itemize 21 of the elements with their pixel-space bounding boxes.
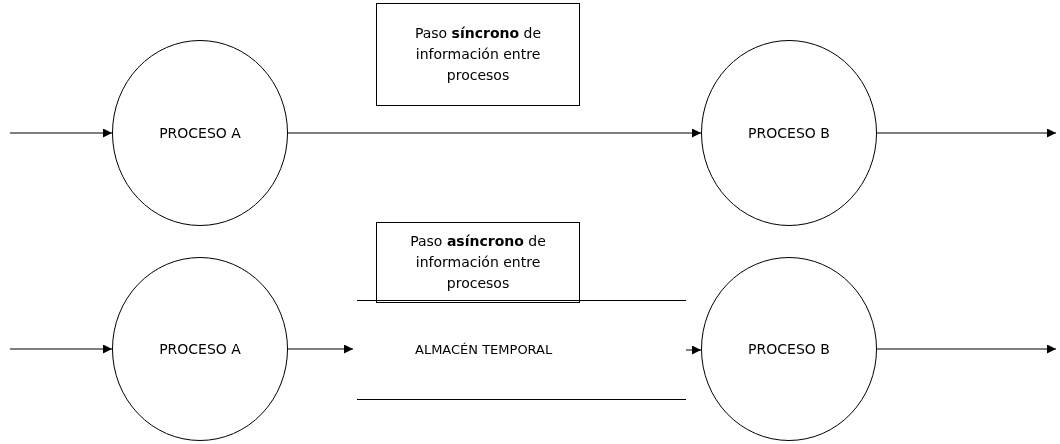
process-circle <box>112 40 288 226</box>
arrow <box>287 128 702 138</box>
process-name: PROCESO B <box>748 339 830 359</box>
arrow <box>685 345 702 355</box>
process-name: PROCESO A <box>159 339 241 359</box>
note-box <box>376 3 580 106</box>
store-name: ALMACÉN TEMPORAL <box>415 341 553 360</box>
process-name: PROCESO A <box>159 123 241 143</box>
arrow <box>876 344 1057 354</box>
arrow <box>287 344 354 354</box>
process-circle <box>112 257 288 441</box>
note-box <box>376 222 580 303</box>
note-text: Paso síncrono de información entre procesos <box>413 24 543 85</box>
arrow <box>876 128 1057 138</box>
data-store <box>357 300 686 400</box>
process-circle <box>701 40 877 226</box>
arrow <box>9 128 113 138</box>
process-name: PROCESO B <box>748 123 830 143</box>
arrow <box>9 344 113 354</box>
process-circle <box>701 257 877 441</box>
note-text: Paso asíncrono de información entre procesos <box>409 232 547 293</box>
